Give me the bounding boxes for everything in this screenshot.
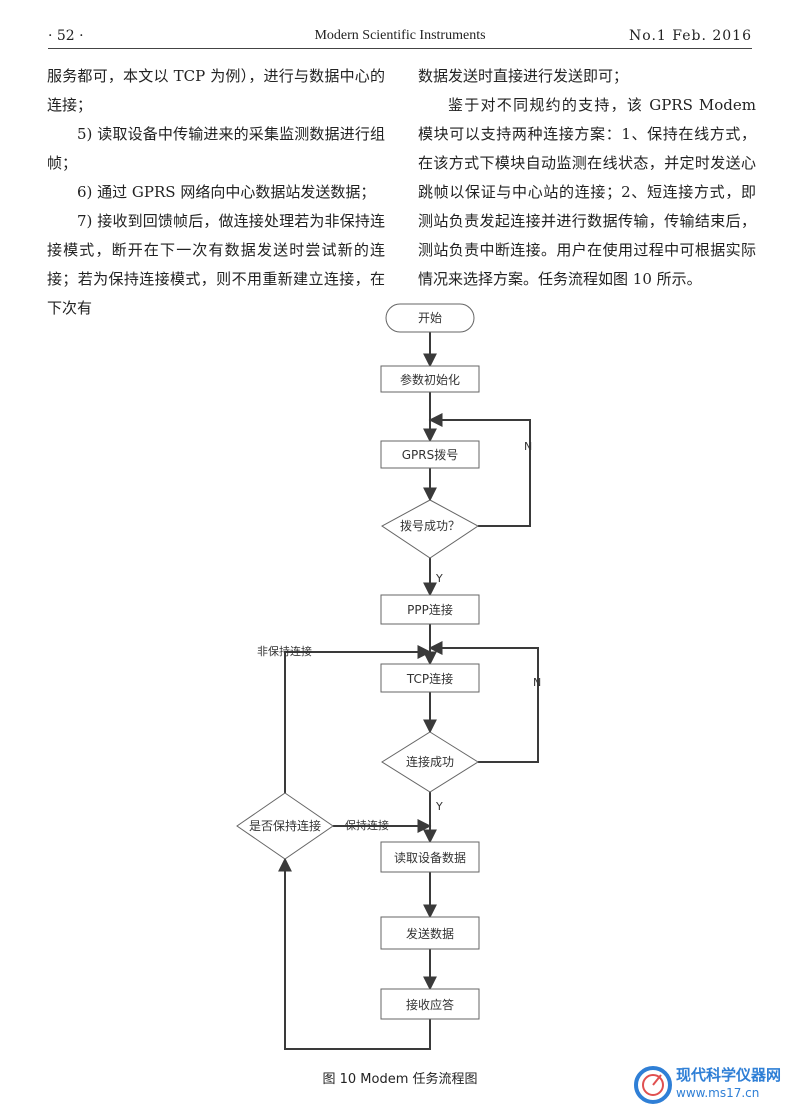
label-n-tcp: N — [533, 676, 541, 689]
label-y-tcp: Y — [435, 800, 443, 813]
label-n-dial: N — [524, 440, 532, 453]
figure-caption: 图 10 Modem 任务流程图 — [322, 1072, 478, 1087]
svg-text:TCP连接: TCP连接 — [406, 671, 453, 686]
issue-info: No.1 Feb. 2016 — [629, 28, 752, 44]
node-tcp: TCP连接 — [380, 663, 480, 693]
label-keep: 保持连接 — [345, 818, 389, 832]
svg-text:发送数据: 发送数据 — [406, 926, 454, 941]
node-keep-connection: 是否保持连接 — [236, 792, 334, 860]
svg-text:读取设备数据: 读取设备数据 — [394, 850, 466, 865]
journal-title: Modern Scientific Instruments — [314, 28, 486, 43]
paragraph: 7) 接收到回馈帧后，做连接处理若为非保持连接模式，断开在下一次有数据发送时尝试… — [47, 212, 385, 317]
svg-text:GPRS拨号: GPRS拨号 — [402, 448, 459, 462]
node-start: 开始 — [385, 303, 475, 333]
gauge-logo-icon — [634, 1066, 672, 1104]
node-tcp-success: 连接成功 — [381, 731, 479, 793]
node-init: 参数初始化 — [380, 365, 480, 393]
svg-text:PPP连接: PPP连接 — [407, 602, 453, 617]
node-dial-success: 拨号成功？ — [381, 499, 479, 559]
node-read-data: 读取设备数据 — [380, 841, 480, 873]
paragraph: 数据发送时直接进行发送即可； — [418, 67, 629, 85]
paragraph: 6) 通过 GPRS 网络向中心数据站发送数据； — [77, 183, 376, 201]
flowchart-svg: 开始 参数初始化 GPRS拨号 拨号成功？ PPP连接 TCP连接 连接成功 — [236, 303, 541, 1050]
label-y-dial: Y — [435, 572, 443, 585]
paragraph: 鉴于对不同规约的支持，该 GPRS Modem 模块可以支持两种连接方案：1、保… — [418, 96, 756, 288]
flowchart-figure: 开始 参数初始化 GPRS拨号 拨号成功？ PPP连接 TCP连接 连接成功 — [0, 296, 800, 1056]
svg-text:连接成功: 连接成功 — [406, 754, 454, 769]
page-header: · 52 · Modern Scientific Instruments No.… — [48, 26, 752, 49]
svg-text:是否保持连接: 是否保持连接 — [249, 818, 321, 833]
paragraph: 服务都可，本文以 TCP 为例），进行与数据中心的连接； — [47, 67, 385, 114]
node-ppp: PPP连接 — [380, 594, 480, 625]
node-gprs-dial: GPRS拨号 — [380, 440, 480, 469]
paragraph: 5) 读取设备中传输进来的采集监测数据进行组帧； — [47, 125, 385, 172]
label-non-keep: 非保持连接 — [257, 644, 312, 658]
page-number: · 52 · — [48, 28, 84, 44]
svg-text:拨号成功？: 拨号成功？ — [400, 519, 460, 533]
watermark-logo: 现代科学仪器网 www.ms17.cn — [632, 1062, 792, 1108]
watermark-name: 现代科学仪器网 — [676, 1066, 782, 1084]
node-send-data: 发送数据 — [380, 916, 480, 950]
watermark-url: www.ms17.cn — [676, 1086, 760, 1100]
right-column: 数据发送时直接进行发送即可； 鉴于对不同规约的支持，该 GPRS Modem 模… — [418, 62, 756, 294]
flow-connectors — [278, 332, 539, 1050]
svg-text:参数初始化: 参数初始化 — [400, 372, 460, 387]
svg-text:接收应答: 接收应答 — [406, 997, 454, 1012]
node-receive-reply: 接收应答 — [380, 988, 480, 1020]
svg-text:开始: 开始 — [418, 311, 442, 325]
left-column: 服务都可，本文以 TCP 为例），进行与数据中心的连接； 5) 读取设备中传输进… — [47, 62, 385, 323]
